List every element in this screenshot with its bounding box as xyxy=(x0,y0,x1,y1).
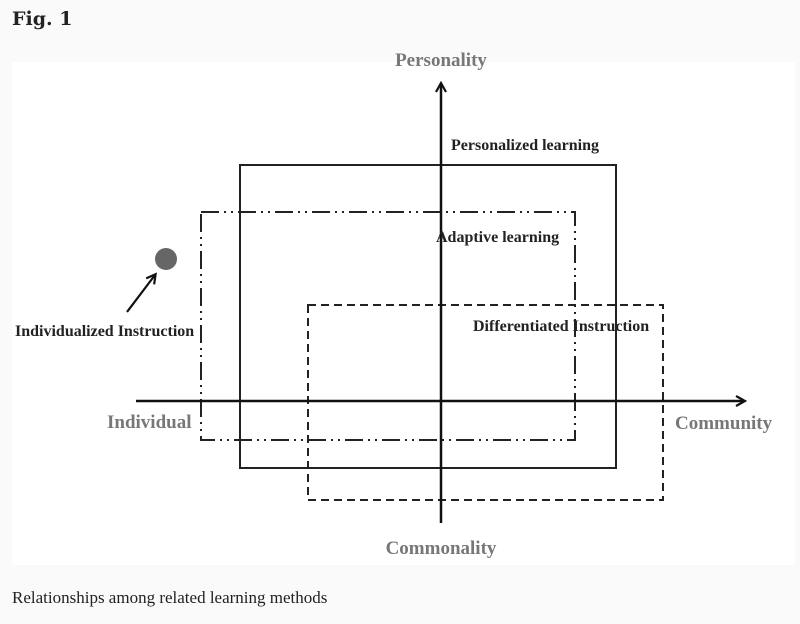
adaptive-learning-label: Adaptive learning xyxy=(436,229,559,246)
individualized-instruction-point xyxy=(155,248,177,270)
differentiated-instruction-box xyxy=(307,304,664,501)
personalized-learning-label: Personalized learning xyxy=(451,137,599,154)
figure-label: Fig. 1 xyxy=(12,8,73,30)
pointer-arrow xyxy=(126,275,155,313)
adaptive-learning-box-outline xyxy=(200,211,576,441)
axis-label-top: Personality xyxy=(395,50,487,71)
figure-image xyxy=(12,62,795,565)
axis-label-left: Individual xyxy=(107,412,192,433)
differentiated-instruction-label: Differentiated Instruction xyxy=(473,318,649,335)
axis-label-right: Community xyxy=(675,413,773,434)
adaptive-learning-box xyxy=(201,272,575,440)
figure-caption: Relationships among related learning met… xyxy=(12,588,328,607)
individualized-instruction-label: Individualized Instruction xyxy=(15,323,194,340)
personalized-learning-box xyxy=(239,164,617,469)
axis-label-bottom: Commonality xyxy=(386,538,497,559)
